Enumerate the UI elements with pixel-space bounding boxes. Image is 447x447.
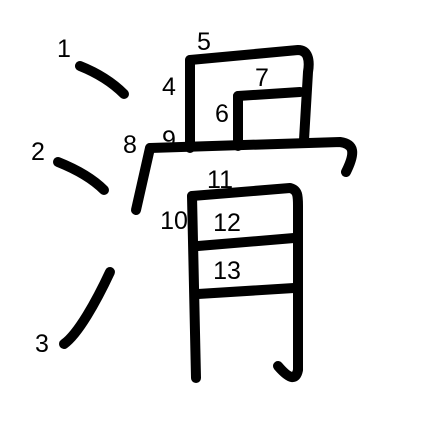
stroke-1 (75, 61, 129, 99)
stroke-12 (193, 233, 299, 251)
stroke-number-11: 11 (207, 166, 233, 194)
stroke-number-5: 5 (197, 28, 211, 56)
stroke-9 (145, 137, 358, 177)
stroke-7 (233, 87, 305, 101)
stroke-2 (53, 157, 109, 195)
stroke-13 (193, 283, 299, 299)
stroke-number-2: 2 (31, 138, 45, 166)
stroke-number-8: 8 (123, 131, 137, 159)
stroke-number-10: 10 (160, 207, 188, 235)
stroke-8 (131, 143, 155, 215)
stroke-number-6: 6 (215, 100, 229, 128)
stroke-number-4: 4 (162, 73, 176, 101)
stroke-number-9: 9 (162, 126, 176, 154)
stroke-11 (187, 183, 303, 382)
stroke-number-7: 7 (255, 64, 269, 92)
stroke-number-1: 1 (57, 35, 71, 63)
stroke-number-13: 13 (213, 257, 241, 285)
stroke-3 (59, 267, 115, 349)
stroke-number-12: 12 (213, 209, 241, 237)
stroke-10 (187, 191, 201, 383)
stroke-number-3: 3 (35, 330, 49, 358)
stroke-5 (185, 45, 314, 145)
